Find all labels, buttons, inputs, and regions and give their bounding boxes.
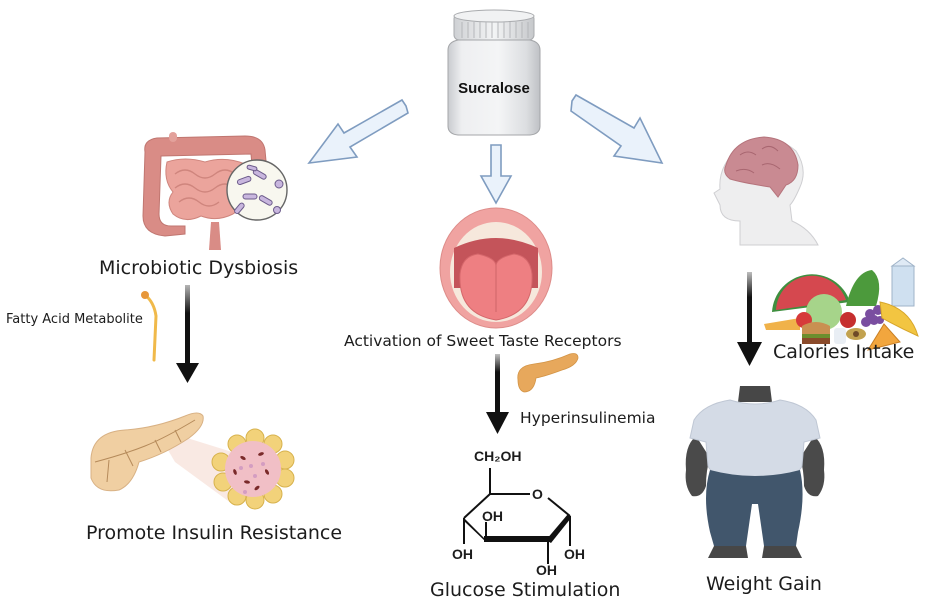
glucose-oh-c2: OH	[536, 562, 557, 578]
mediator-label-gut: Fatty Acid Metabolite	[6, 312, 143, 327]
hollow-arrow-right	[570, 93, 664, 165]
glucose-oh-c1: OH	[564, 546, 585, 562]
effect-label-gut: Microbiotic Dysbiosis	[99, 257, 299, 279]
overweight-person-icon	[685, 386, 825, 558]
glucose-structure-icon: CH₂OH O OH OH OH OH	[440, 448, 620, 578]
hollow-arrow-left	[307, 98, 409, 165]
mediator-label-brain: Calories Intake	[773, 341, 915, 363]
pancreas-islet-icon	[90, 412, 295, 510]
hollow-arrow-down	[479, 144, 513, 205]
solid-arrow-brain	[737, 272, 762, 366]
open-mouth-tongue-icon	[439, 207, 553, 329]
fatty-acid-icon	[141, 291, 158, 362]
outcome-label-gut: Promote Insulin Resistance	[86, 522, 343, 544]
pill-bottle-icon	[447, 9, 541, 136]
pancreas-icon	[517, 353, 579, 393]
food-pile-icon	[764, 257, 919, 351]
glucose-ring-o: O	[532, 486, 543, 502]
solid-arrow-taste	[486, 354, 509, 434]
solid-arrow-gut	[176, 285, 199, 383]
glucose-oh-c4: OH	[482, 508, 503, 524]
glucose-ch2oh: CH₂OH	[474, 448, 522, 464]
outcome-label-taste: Glucose Stimulation	[430, 579, 621, 601]
intestine-bacteria-icon	[142, 132, 288, 250]
outcome-label-brain: Weight Gain	[706, 573, 822, 595]
glucose-oh-c3: OH	[452, 546, 473, 562]
sucralose-bottle: Sucralose	[444, 6, 544, 136]
mediator-label-taste: Hyperinsulinemia	[520, 409, 656, 427]
effect-label-taste: Activation of Sweet Taste Receptors	[344, 332, 622, 350]
sucralose-label: Sucralose	[458, 80, 530, 97]
head-brain-icon	[713, 136, 819, 246]
